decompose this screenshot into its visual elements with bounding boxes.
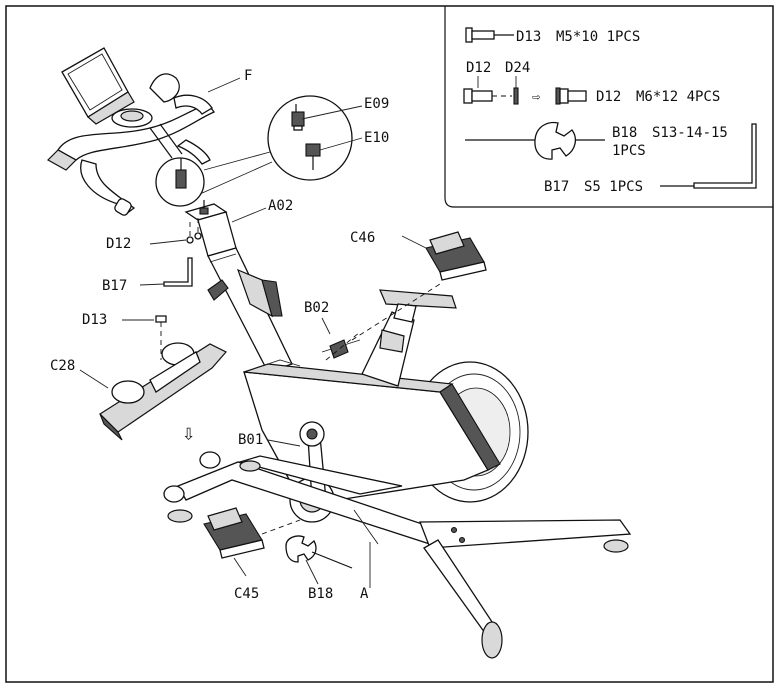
b17-spec: S5 1PCS	[584, 179, 643, 195]
callout-d12: D12	[106, 236, 131, 252]
callout-b01: B01	[238, 432, 263, 448]
d24-washer-icon	[513, 87, 519, 105]
d13-spec: M5*10 1PCS	[556, 29, 640, 45]
right-pedal: C46	[350, 230, 487, 281]
b18-spec-line2: 1PCS	[612, 143, 646, 159]
callout-c28: C28	[50, 358, 75, 374]
callout-c46: C46	[350, 230, 375, 246]
b17-label: B17	[544, 179, 569, 195]
left-pedal: C45	[203, 507, 301, 602]
d13-label: D13	[516, 29, 541, 45]
handlebar-assembly: F	[47, 47, 252, 216]
callout-a: A	[360, 586, 369, 602]
callout-f: F	[244, 68, 252, 84]
b17-key-callout: B17	[102, 257, 193, 294]
wire-detail-circle	[267, 95, 353, 181]
d12-spec: M6*12 4PCS	[636, 89, 720, 105]
main-frame: B01 A	[163, 283, 632, 659]
callout-b02: B02	[304, 300, 329, 316]
handlebar-post: A02 D12	[106, 198, 293, 373]
callout-a02: A02	[268, 198, 293, 214]
b17-allen-key-icon	[660, 123, 757, 189]
callout-d13: D13	[82, 312, 107, 328]
callout-e09: E09	[364, 96, 389, 112]
install-arrow: ⇩	[182, 421, 195, 446]
d24-label: D24	[505, 60, 530, 76]
callout-b17: B17	[102, 278, 127, 294]
callout-e10: E10	[364, 130, 389, 146]
wire-detail: E09 E10	[199, 95, 389, 195]
callout-b18: B18	[308, 586, 333, 602]
d12-arrow: ⇨	[532, 89, 541, 105]
hardware-box: D13 M5*10 1PCS D12 D24 ⇨ D12 M6*12 4PCS	[444, 6, 773, 208]
d12-bolt-icon	[463, 88, 512, 104]
hardware-box-border	[444, 6, 773, 208]
b18-wrench-callout: B18	[285, 535, 353, 602]
d13-screw-icon	[465, 27, 514, 43]
front-stabilizer: D13 C28 ⇩	[50, 312, 227, 446]
b18-spec-line1: S13-14-15	[652, 125, 728, 141]
d12-assembled-icon	[555, 87, 587, 105]
d12-label: D12	[596, 89, 621, 105]
b18-label: B18	[612, 125, 637, 141]
seat-adjuster: B02	[304, 300, 331, 335]
d12-top-label: D12	[466, 60, 491, 76]
b18-wrench-icon	[465, 121, 605, 160]
callout-c45: C45	[234, 586, 259, 602]
outer-frame	[5, 5, 774, 683]
